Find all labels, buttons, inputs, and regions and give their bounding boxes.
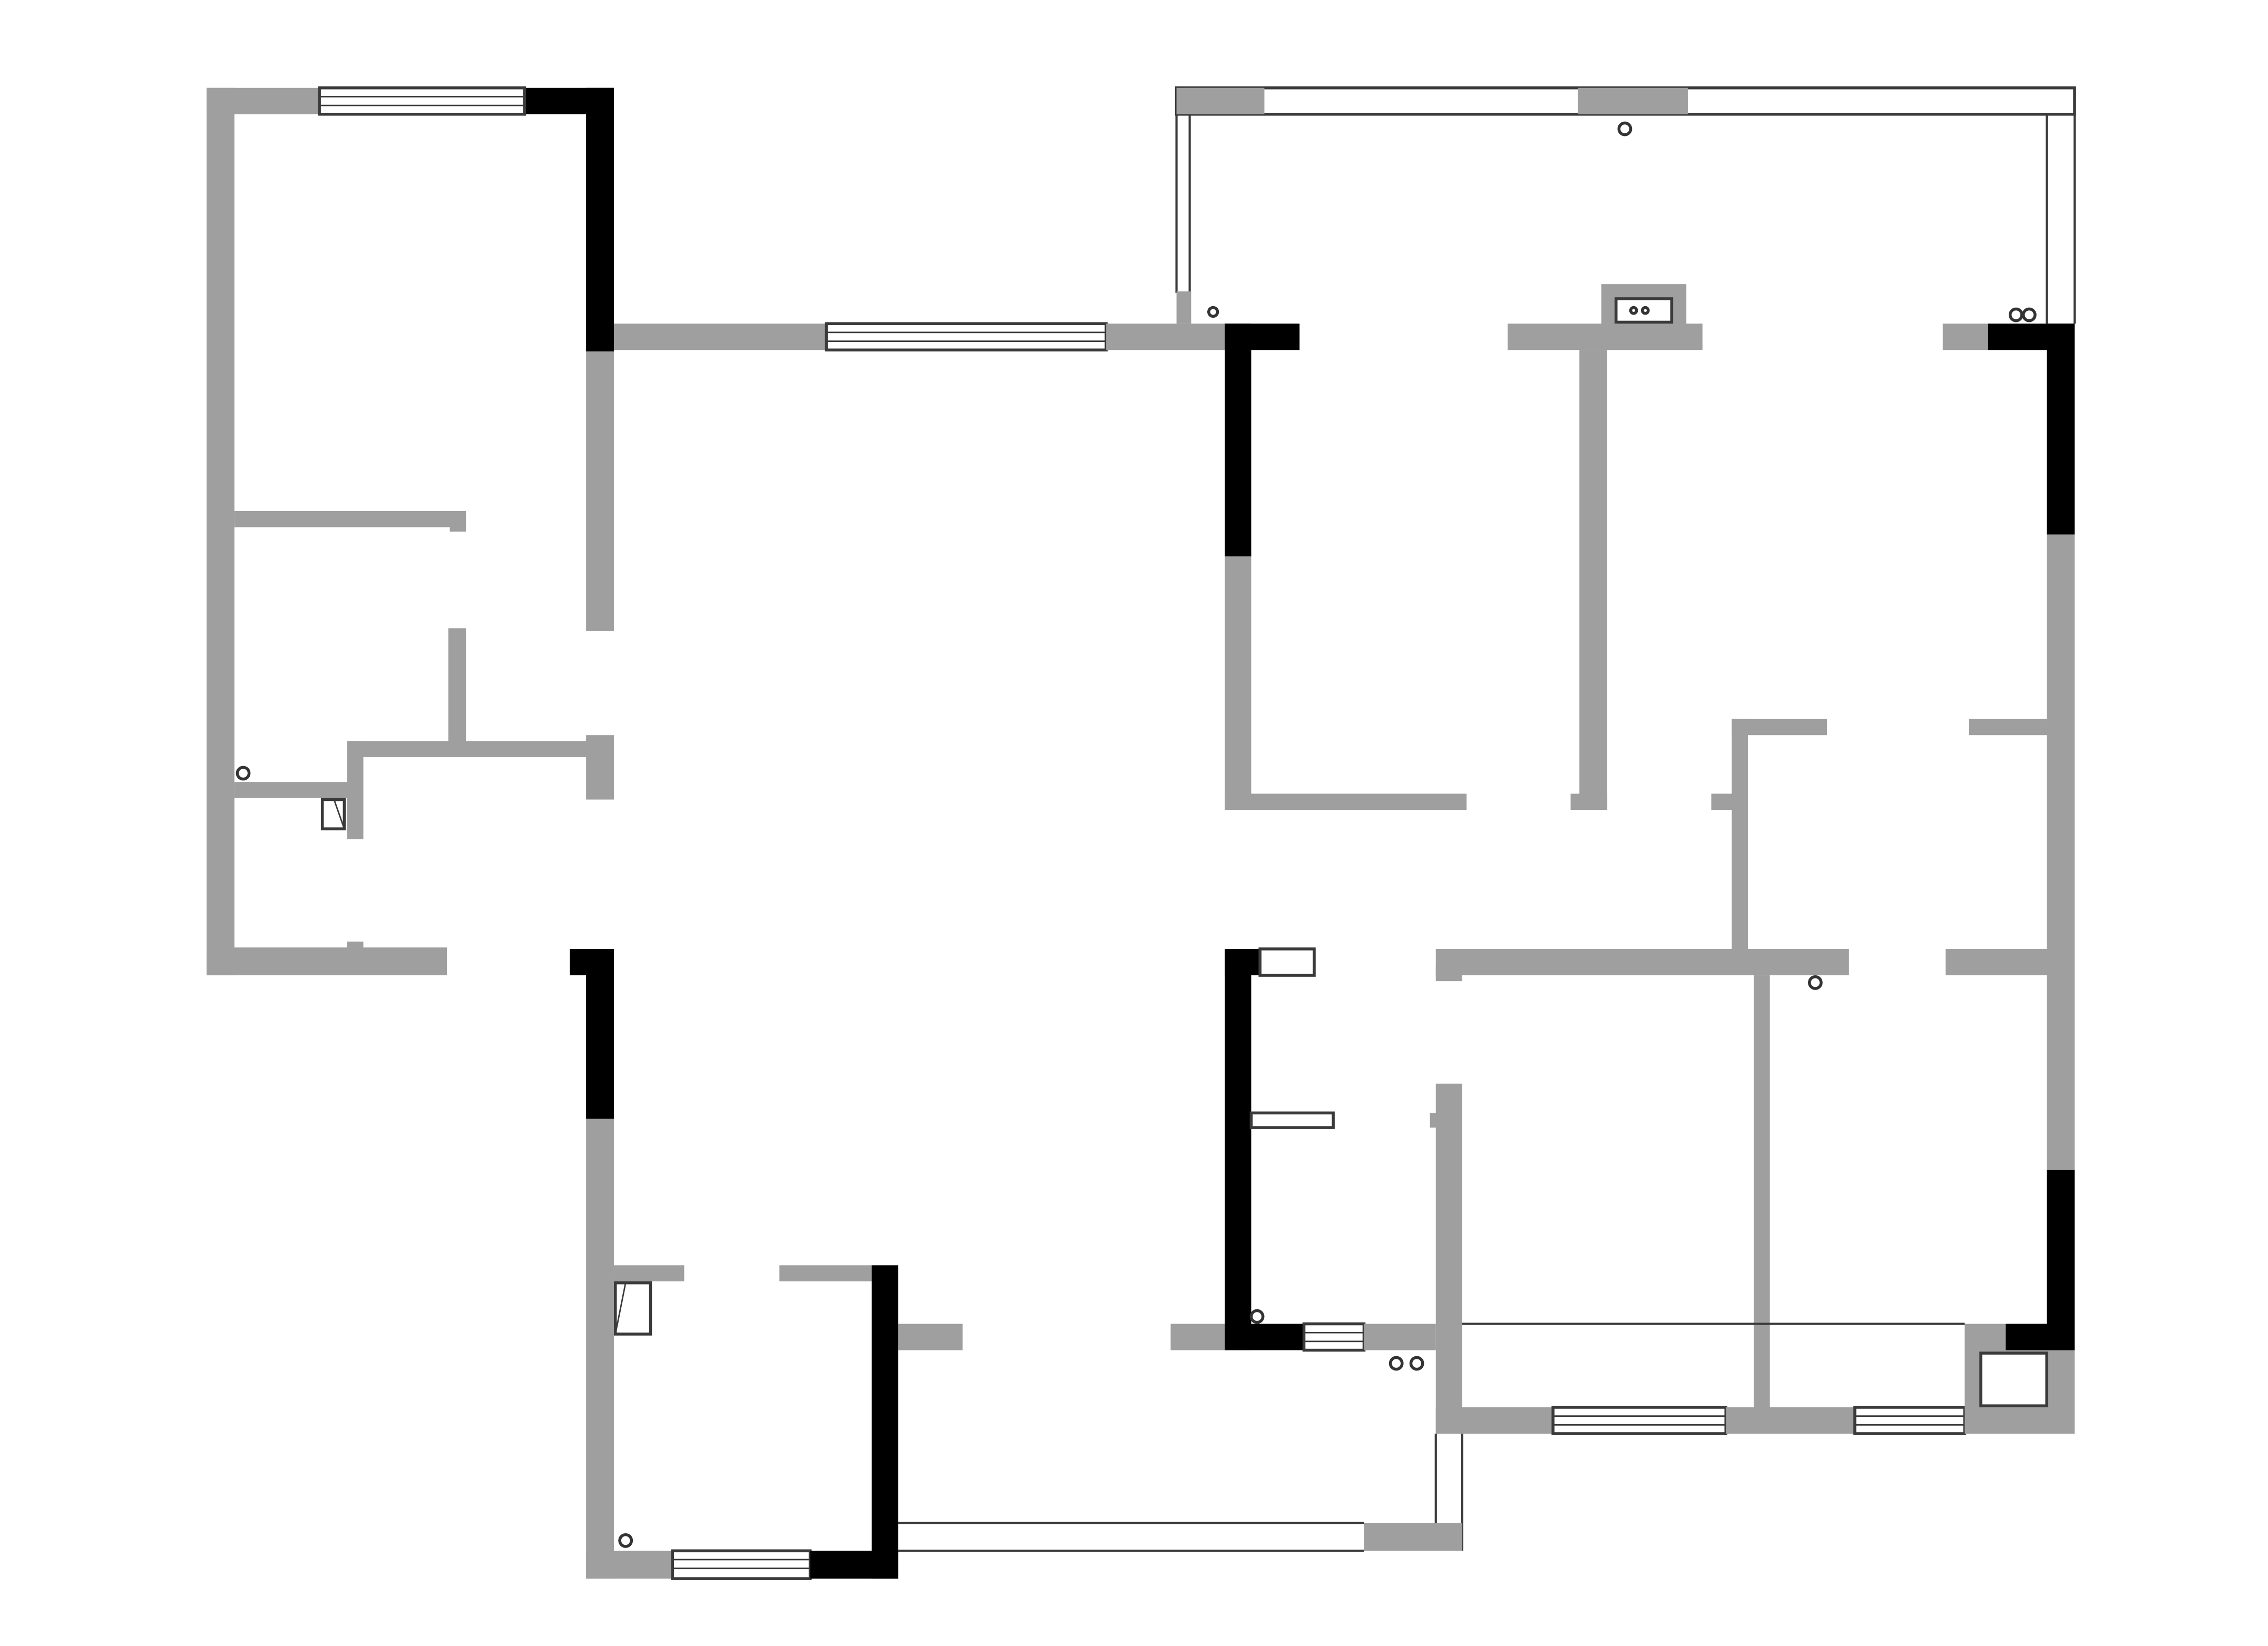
partition-wall [586,1119,614,1579]
shaft-diagonal [614,1282,627,1335]
load-bearing-wall [2006,1324,2075,1350]
cabinet [1258,947,1316,977]
bottom-right-rooms [1430,1083,2075,1435]
load-bearing-wall [2047,1170,2075,1350]
partition-wall [898,1324,963,1350]
partition-wall [586,1551,673,1579]
partition-wall [234,511,466,527]
partition-wall [1732,719,1748,951]
window [1302,1322,1366,1352]
load-bearing-wall [586,87,614,352]
partition-wall [207,87,234,976]
partition-wall [1942,324,1990,350]
shaft [320,798,346,830]
load-bearing-wall [1225,949,1252,1350]
shelf [1249,1111,1335,1129]
partition-wall [1176,291,1191,324]
pipe-marker [2008,307,2023,322]
pipe-marker [1389,1356,1404,1371]
pipe-marker [1641,306,1650,315]
window [1551,1406,1728,1435]
load-bearing-wall [810,1551,898,1579]
pipe-marker [1629,306,1638,315]
partition-wall [2047,534,2075,1170]
partition-wall [449,511,466,532]
partition-wall [1946,949,2048,976]
pipe-marker [1409,1356,1424,1371]
partition-wall [1711,793,1734,810]
right-middle-partitions [1435,719,2048,1409]
load-bearing-wall [872,1265,898,1579]
window [825,322,1108,352]
partition-wall [1726,1407,1855,1434]
window [671,1549,812,1580]
bottom-left-room [570,949,963,1580]
top-right-wing [1175,86,2076,1170]
living-room-north-wall [613,322,1225,352]
partition-wall [1578,87,1688,114]
partition-wall [1435,1407,1553,1434]
partition-wall [448,628,466,743]
partition-wall [1435,949,1849,976]
partition-wall [779,1265,872,1281]
partition-wall [347,942,364,949]
window [318,86,526,116]
pipe-marker [1807,975,1823,990]
partition-wall [1435,966,1462,982]
partition-wall [207,87,320,114]
partition-wall [1754,975,1770,1409]
bottom-center-block [1170,947,1436,1371]
partition-wall [347,741,602,757]
partition-wall [586,351,614,631]
partition-wall [1969,719,2047,736]
partition-wall [1106,324,1225,350]
shaft-diagonal [333,799,345,829]
partition-wall [1430,1113,1438,1128]
partition-wall [1364,1523,1462,1551]
partition-wall [613,1265,685,1281]
partition-wall [1225,793,1467,810]
pipe-marker [1617,121,1632,136]
partition-wall [586,735,614,800]
partition-wall [1579,350,1608,810]
shaft [1979,1351,2048,1407]
bottom-balcony [898,1433,1463,1552]
partition-wall [1225,556,1252,810]
pipe-marker [618,1533,633,1548]
partition-wall [1170,1324,1225,1350]
partition-wall [1435,1083,1462,1434]
partition-wall [613,324,827,350]
partition-wall [207,947,447,976]
partition-wall [1364,1324,1436,1350]
pipe-marker [1249,1309,1265,1324]
load-bearing-wall [1225,1324,1304,1350]
window [1853,1406,1967,1435]
left-bedroom-block [207,86,614,976]
load-bearing-wall [1225,324,1252,557]
partition-wall [1570,793,1608,810]
load-bearing-wall [2047,324,2075,535]
duct [1614,297,1674,324]
load-bearing-wall [586,949,614,1119]
partition-wall [234,782,352,798]
partition-wall [1507,324,1703,350]
pipe-marker [1207,306,1219,318]
pipe-marker [2021,307,2037,322]
partition-wall [1176,87,1265,114]
pipe-marker [236,766,251,781]
